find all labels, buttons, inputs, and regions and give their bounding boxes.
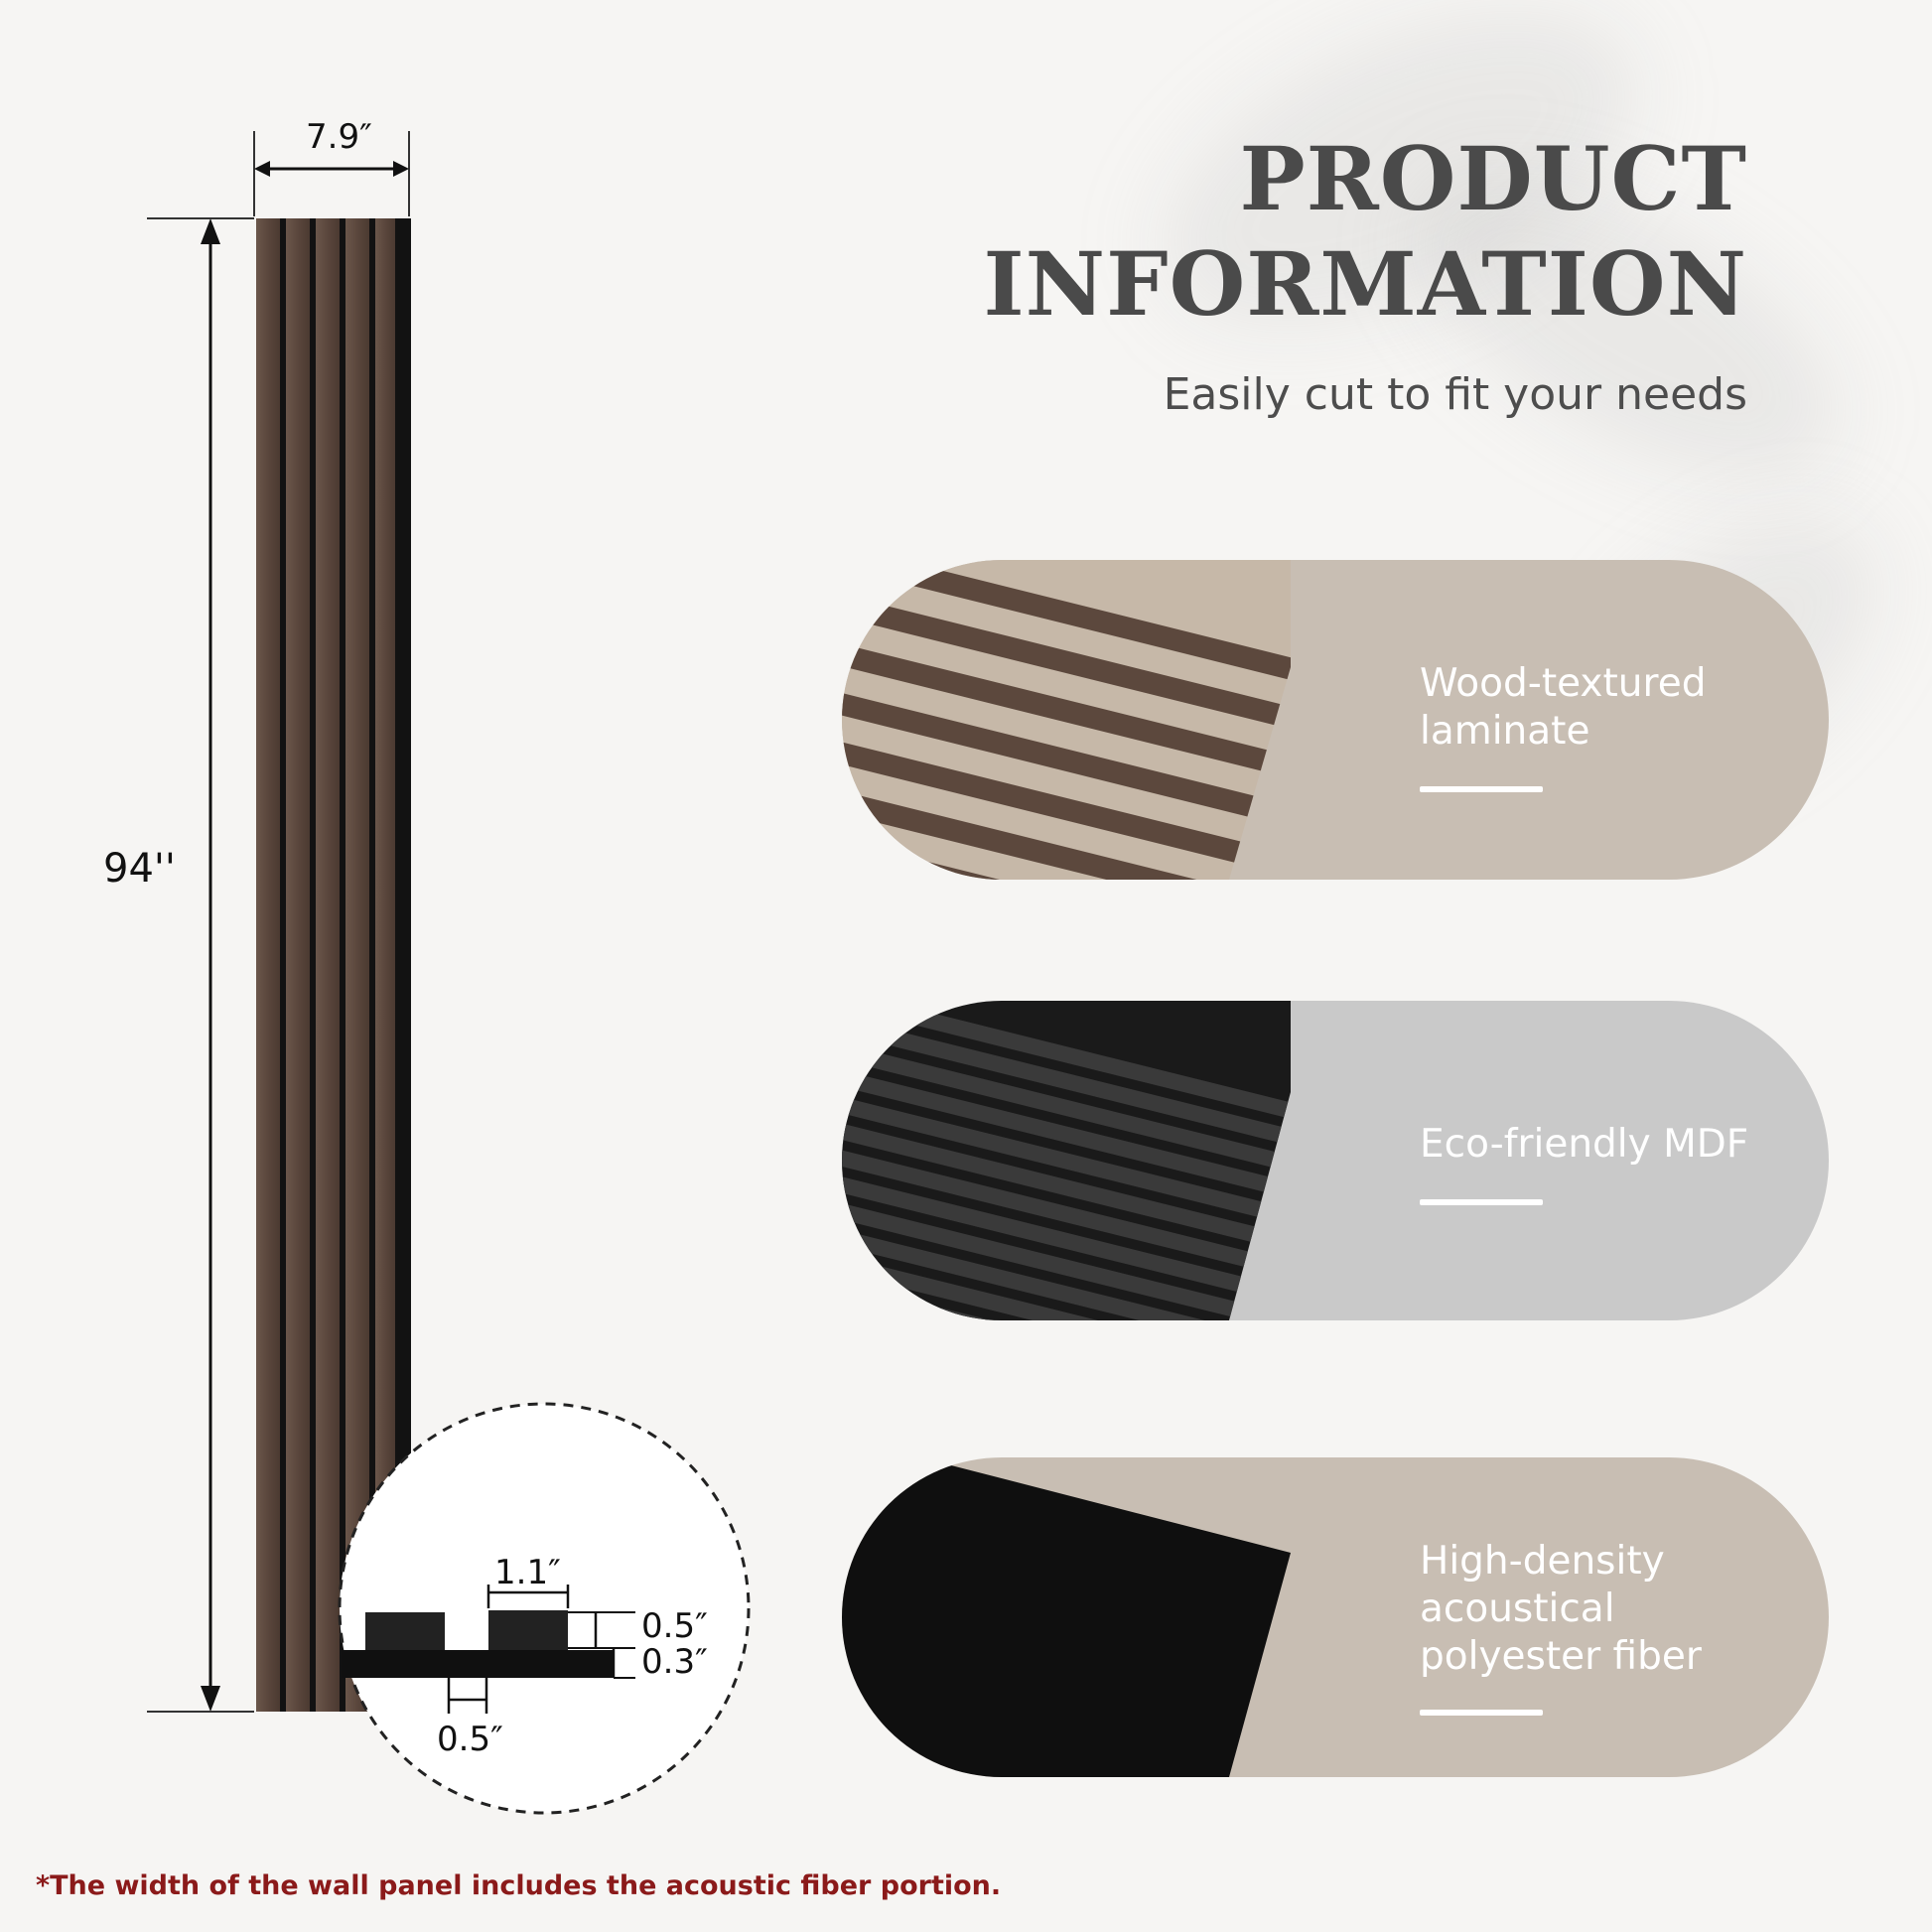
feature-card-polyester-fiber: High-density acoustical polyester fiber — [842, 1457, 1829, 1777]
panel-dimension-drawing — [147, 131, 751, 1815]
feature-underline — [1420, 1199, 1543, 1205]
base-thickness-label: 0.3″ — [641, 1642, 708, 1682]
wood-slats-image — [842, 560, 1291, 880]
feature-label: Eco-friendly MDF — [1420, 1122, 1749, 1167]
cross-section-detail — [338, 1402, 751, 1815]
height-dimension-line — [147, 217, 254, 1713]
mdf-slats-image — [842, 1001, 1291, 1320]
feature-card-wood-laminate: Wood-textured laminate — [842, 560, 1829, 880]
feature-label: High-density — [1420, 1539, 1665, 1584]
title-line-2: INFORMATION — [983, 232, 1747, 336]
gap-width-label: 0.5″ — [437, 1720, 503, 1759]
title-line-1: PRODUCT — [1239, 127, 1747, 230]
width-label: 7.9″ — [306, 117, 372, 157]
footnote: *The width of the wall panel includes th… — [36, 1870, 1002, 1901]
feature-label: acoustical — [1420, 1587, 1615, 1631]
slat-thickness-label: 0.5″ — [641, 1606, 708, 1646]
subtitle: Easily cut to fit your needs — [1163, 369, 1747, 420]
feature-underline — [1420, 1710, 1543, 1716]
width-dimension-line — [253, 131, 410, 216]
acoustic-panel — [256, 218, 411, 1712]
feature-label: Wood-textured — [1420, 661, 1707, 706]
slat-width-label: 1.1″ — [494, 1553, 561, 1592]
fiber-panel-image — [842, 1457, 1291, 1777]
feature-label: polyester fiber — [1420, 1634, 1702, 1679]
feature-card-mdf: Eco-friendly MDF — [842, 1001, 1829, 1320]
feature-label: laminate — [1420, 709, 1590, 754]
feature-underline — [1420, 786, 1543, 792]
height-label: 94'' — [103, 846, 176, 892]
